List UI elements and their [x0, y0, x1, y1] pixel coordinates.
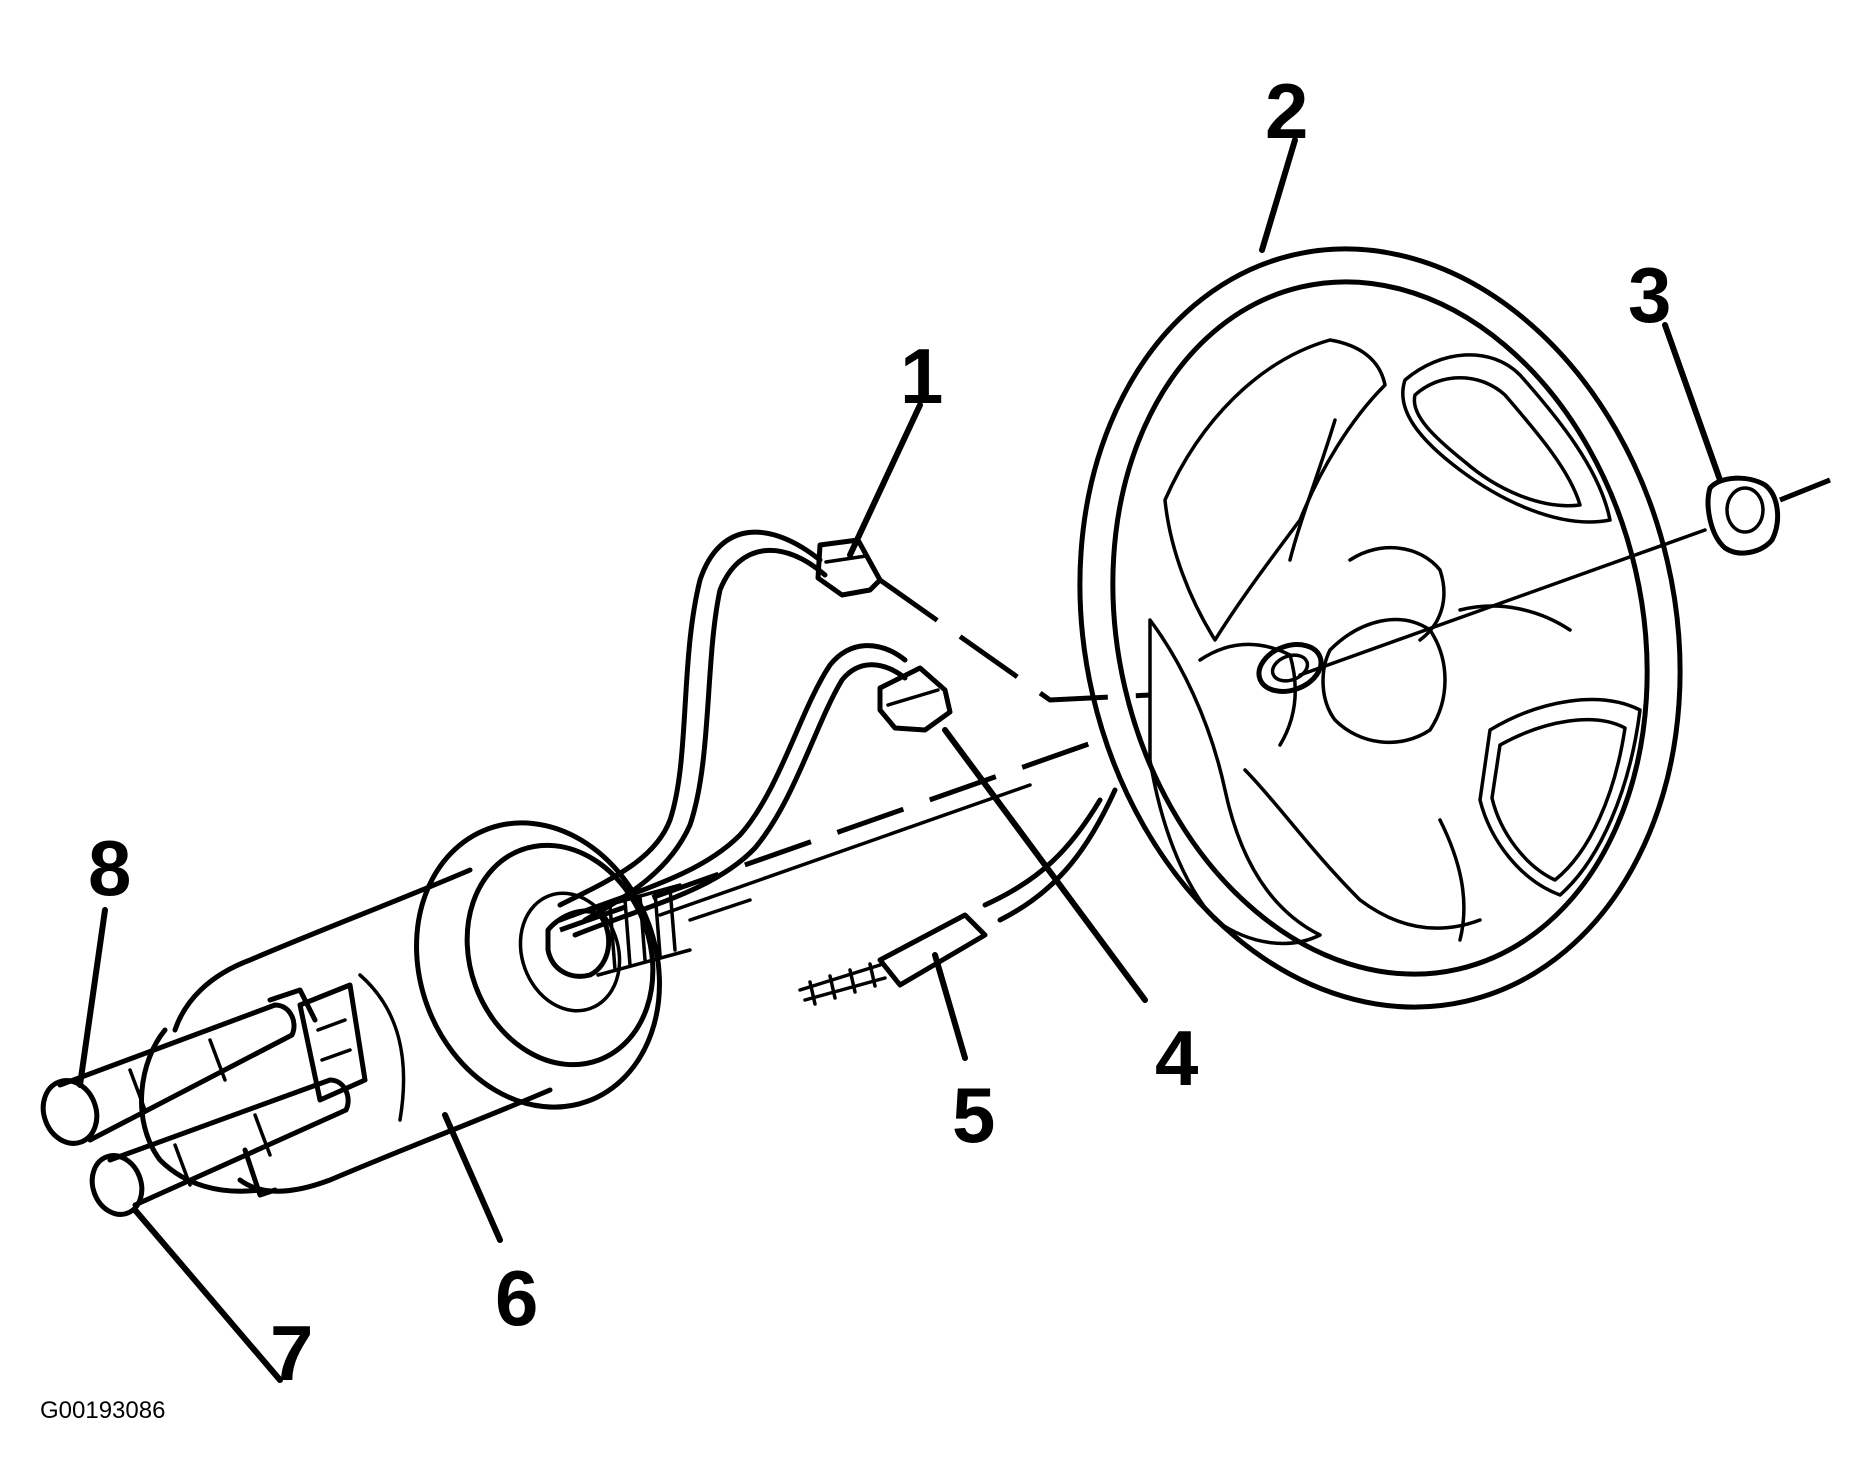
callout-8: 8 — [88, 824, 131, 912]
callout-6: 6 — [495, 1254, 538, 1342]
hub-nut — [1705, 475, 1781, 556]
callout-2: 2 — [1265, 67, 1308, 155]
multifunction-levers — [40, 982, 368, 1217]
mounting-screw — [798, 912, 988, 1006]
wiring-harness — [557, 529, 1151, 938]
leader-lines — [77, 137, 1723, 1383]
callout-5: 5 — [952, 1071, 995, 1159]
callout-1: 1 — [900, 332, 943, 420]
steering-column-housing — [139, 820, 752, 1194]
callout-7: 7 — [270, 1309, 313, 1397]
callout-3: 3 — [1628, 251, 1671, 339]
steering-wheel — [1077, 246, 1683, 1010]
column-axis-line — [658, 783, 1032, 917]
figure-id: G00193086 — [40, 1397, 165, 1424]
shaft-axis-line — [1298, 528, 1707, 677]
shaft-axis-dashed — [1779, 477, 1831, 503]
callout-4: 4 — [1155, 1014, 1198, 1102]
